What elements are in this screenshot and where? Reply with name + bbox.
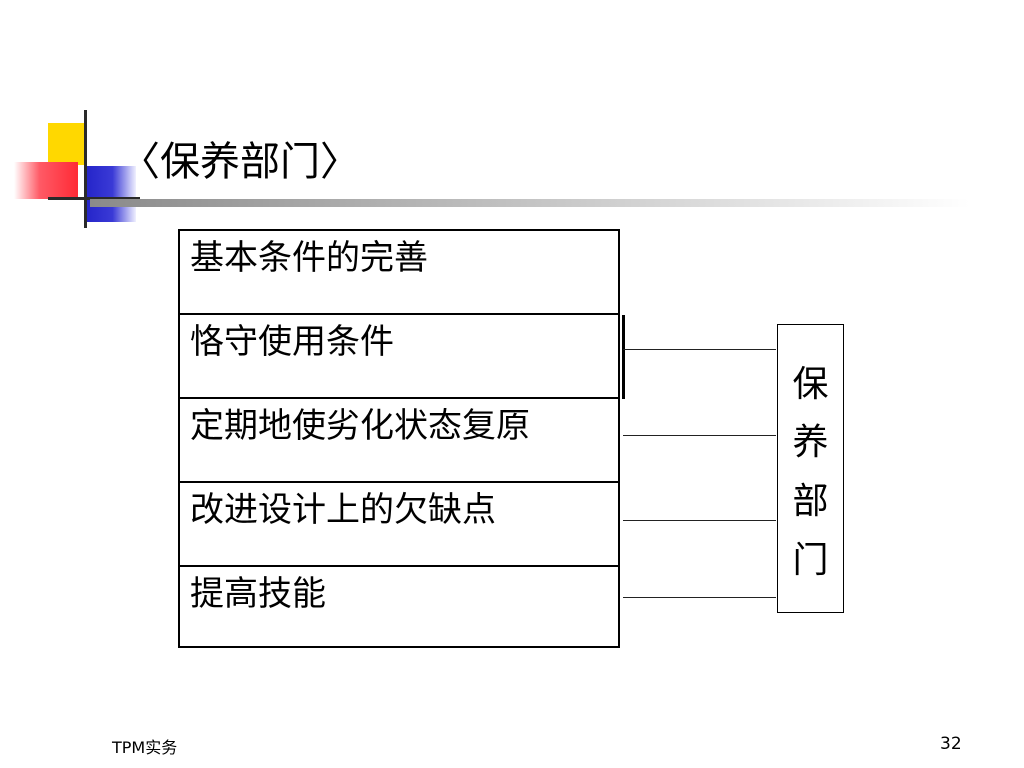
title-underline [90,199,970,207]
footer-label: TPM实务 [112,738,178,757]
department-char: 保 [792,364,829,405]
logo-blue-square [84,166,136,222]
row-divider [180,313,618,315]
logo-horizontal-line [48,197,140,200]
table-row-label: 定期地使劣化状态复原 [190,406,530,446]
row-divider [180,481,618,483]
table-row: 基本条件的完善 [180,231,618,315]
connector-line [623,520,776,521]
connector-line [623,349,776,350]
connector-line [623,597,776,598]
table-row: 提高技能 [180,567,618,651]
logo-yellow-square [48,123,86,165]
department-char: 部 [792,481,829,522]
table-row: 恪守使用条件 [180,315,618,399]
table-row-label: 改进设计上的欠缺点 [190,490,496,530]
table-row: 定期地使劣化状态复原 [180,399,618,483]
table-row: 改进设计上的欠缺点 [180,483,618,567]
page-number: 32 [940,734,962,754]
department-box: 保 养 部 门 [777,324,844,613]
department-char: 门 [792,540,829,581]
table-row-label: 基本条件的完善 [190,238,428,278]
connector-line [623,435,776,436]
item-table: 基本条件的完善 恪守使用条件 定期地使劣化状态复原 改进设计上的欠缺点 提高技能 [178,229,625,651]
department-char: 养 [792,422,829,463]
row-divider [180,565,618,567]
row-thick-border [622,315,625,399]
table-row-label: 恪守使用条件 [190,322,394,362]
table-row-label: 提高技能 [190,574,326,614]
logo-red-bar [14,162,78,199]
row-divider [180,397,618,399]
slide-title: 〈保养部门〉 [120,139,360,185]
logo-vertical-line [84,110,87,228]
